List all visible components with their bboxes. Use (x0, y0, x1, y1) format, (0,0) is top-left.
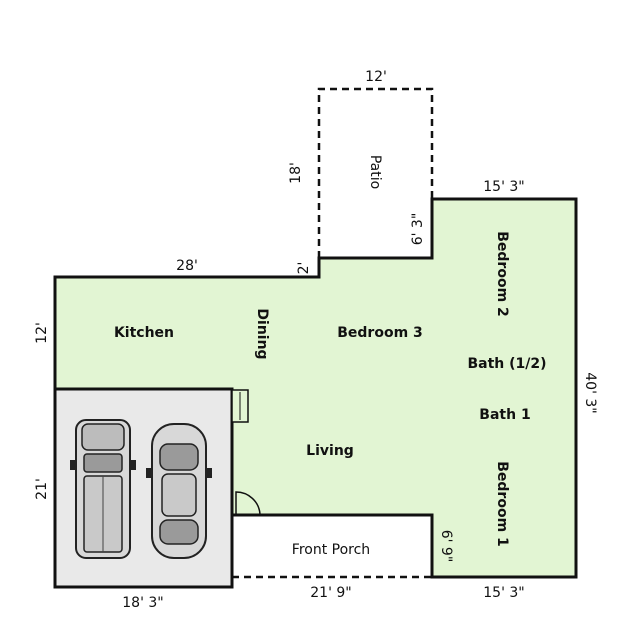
entry-door (235, 491, 261, 515)
room-bath-half: Bath (1/2) (467, 356, 546, 372)
dim-overall-depth: 40' 3" (582, 372, 598, 413)
dim-patio-offset: 6' 3" (410, 213, 426, 246)
room-kitchen: Kitchen (114, 325, 174, 341)
pickup-truck-icon (70, 419, 136, 559)
room-bedroom-1: Bedroom 1 (494, 461, 510, 547)
room-dining: Dining (254, 308, 270, 359)
dim-garage-width: 18' 3" (122, 595, 163, 611)
dim-patio-depth: 18' (288, 162, 304, 184)
dim-garage-side: 21' (34, 478, 50, 500)
room-patio: Patio (367, 155, 383, 189)
dim-wing-bottom: 15' 3" (483, 585, 524, 601)
car-icon (146, 423, 212, 559)
room-bedroom-3: Bedroom 3 (337, 325, 423, 341)
room-bath-1: Bath 1 (479, 407, 530, 423)
room-living: Living (306, 443, 354, 459)
dim-kitchen-side: 12' (34, 322, 50, 344)
dim-patio-width: 12' (365, 69, 387, 85)
patio-outline (317, 87, 434, 258)
dim-porch-depth: 6' 9" (438, 530, 454, 563)
dim-main-top: 28' (176, 258, 198, 274)
dim-porch-width: 21' 9" (310, 585, 351, 601)
room-bedroom-2: Bedroom 2 (494, 231, 510, 317)
dim-step-top: 2' (296, 262, 312, 275)
room-front-porch: Front Porch (292, 542, 370, 558)
dim-wing-top: 15' 3" (483, 179, 524, 195)
